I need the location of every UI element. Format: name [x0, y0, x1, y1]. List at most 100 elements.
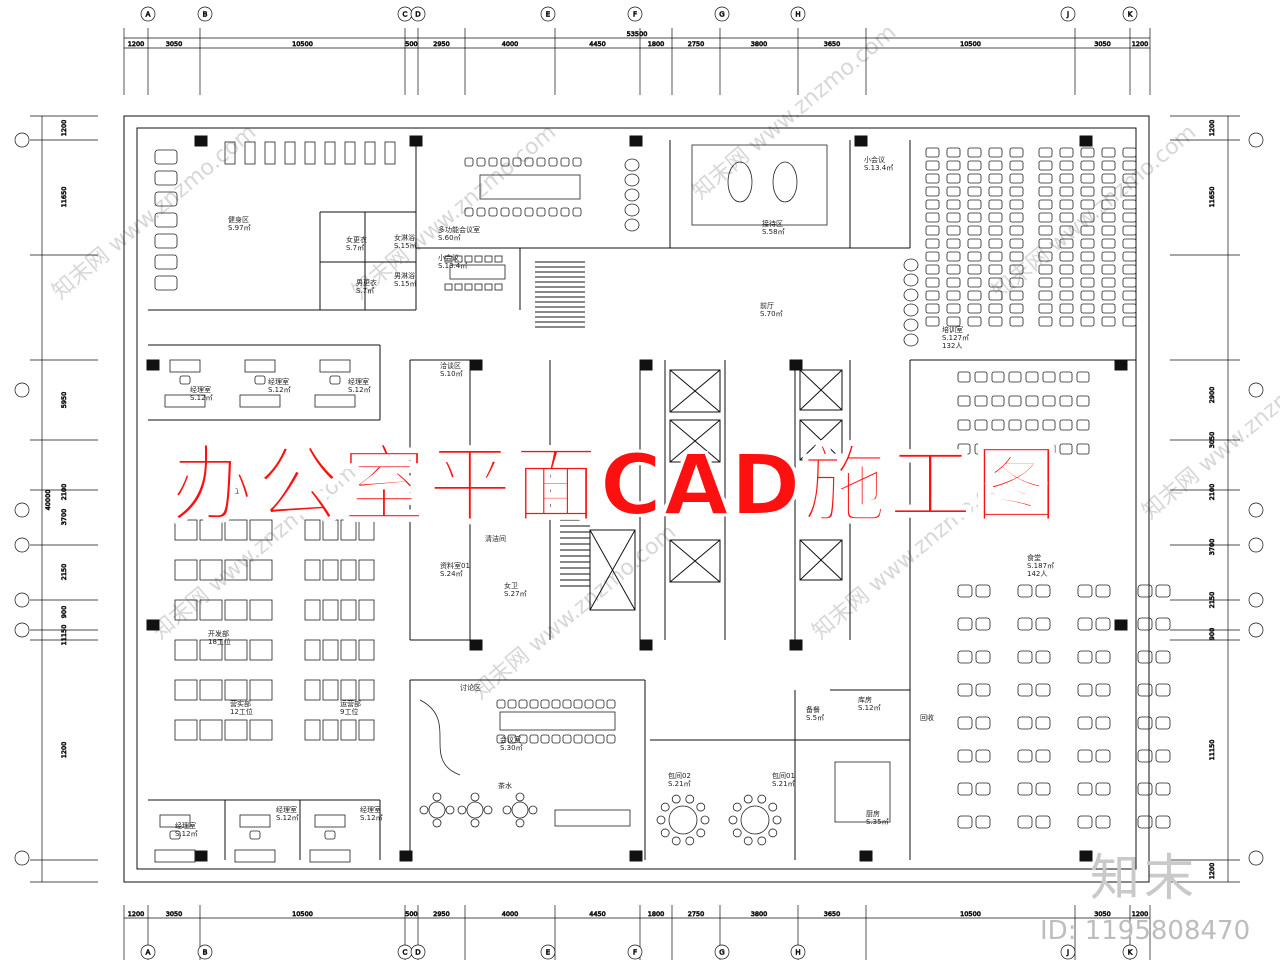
training-chair: [1059, 251, 1074, 262]
sofa: [164, 394, 206, 408]
canteen-chair: [1155, 650, 1171, 664]
canteen-chair: [1137, 749, 1153, 763]
training-chair: [946, 225, 961, 236]
column: [859, 850, 873, 862]
dim-value-top: 500: [405, 40, 417, 48]
grid-bubble-label: E: [546, 949, 550, 957]
training-chair: [1080, 251, 1095, 262]
room-area: S.13.4㎡: [864, 164, 893, 172]
training-chair: [1038, 160, 1053, 171]
sofa: [314, 394, 356, 408]
room-name: 工位: [225, 478, 239, 487]
chair: [512, 207, 522, 217]
training-chair: [925, 264, 940, 275]
workstation-desk: [340, 679, 357, 701]
training-chair: [1009, 147, 1024, 158]
training-chair: [1101, 160, 1116, 171]
canteen-chair: [975, 782, 991, 796]
chair: [502, 805, 512, 815]
dim-value-top: 3050: [166, 40, 183, 48]
column: [1079, 850, 1093, 862]
grid-bubble: [1122, 6, 1138, 22]
chair: [606, 734, 616, 744]
workstation-desk: [249, 719, 273, 741]
chair: [507, 734, 517, 744]
training-chair: [1080, 290, 1095, 301]
training-chair: [1038, 251, 1053, 262]
training-chair: [946, 251, 961, 262]
chair: [1076, 443, 1090, 455]
chair: [1059, 443, 1073, 455]
chair: [991, 371, 1005, 383]
training-chair: [1038, 277, 1053, 288]
room-area: S.12㎡: [360, 814, 383, 822]
chair: [432, 792, 442, 802]
training-chair: [1038, 264, 1053, 275]
canteen-chair: [1035, 584, 1051, 598]
chair: [572, 157, 582, 167]
workstation-desk: [224, 519, 248, 541]
room-name: 包间02: [668, 771, 691, 780]
training-chair: [1009, 225, 1024, 236]
grid-bubble-label: B: [203, 11, 208, 19]
canteen-chair: [1155, 716, 1171, 730]
training-chair: [1059, 290, 1074, 301]
canteen-chair: [1017, 782, 1033, 796]
chair: [573, 699, 583, 709]
grid-bubble-label: H: [795, 949, 800, 957]
chair: [496, 734, 506, 744]
canteen-chair: [1017, 617, 1033, 631]
treadmill: [154, 170, 178, 186]
canteen-chair: [1095, 749, 1111, 763]
dim-value-right: 1200: [1208, 863, 1216, 880]
chair: [529, 699, 539, 709]
dim-value-bottom: 3650: [824, 910, 841, 918]
grid-bubble: [1248, 132, 1264, 148]
room-area: S.10㎡: [440, 370, 463, 378]
workstation-desk: [199, 559, 223, 581]
manager-desk: [244, 359, 276, 373]
room-name: 小会议: [864, 155, 885, 164]
training-chair: [925, 186, 940, 197]
training-chair: [946, 186, 961, 197]
grid-bubble-label: J: [1066, 949, 1069, 957]
dim-value-left: 1200: [60, 742, 68, 759]
training-chair: [1101, 303, 1116, 314]
round-table: [511, 801, 529, 819]
chair: [696, 802, 706, 812]
chair: [254, 375, 266, 385]
room-area: S.12㎡: [348, 386, 371, 394]
training-chair: [988, 147, 1003, 158]
chair: [1042, 443, 1056, 455]
room-area: S.127㎡: [942, 334, 969, 342]
workstation-desk: [174, 519, 198, 541]
elevator-shaft: [669, 369, 721, 413]
chair: [560, 157, 570, 167]
inner-wall: [136, 127, 1137, 870]
chair: [562, 734, 572, 744]
chair: [488, 157, 498, 167]
workstation-desk: [199, 679, 223, 701]
workstation-desk: [174, 559, 198, 581]
canteen-chair: [1155, 782, 1171, 796]
room-name: 经理室: [190, 385, 211, 394]
training-chair: [1080, 225, 1095, 236]
chair: [560, 207, 570, 217]
grid-bubble-label: J: [1066, 11, 1069, 19]
round-chair: [624, 203, 640, 217]
chair: [476, 157, 486, 167]
grid-bubble: [197, 6, 213, 22]
canteen-chair: [975, 716, 991, 730]
dim-value-bottom: 2750: [688, 910, 705, 918]
chair: [957, 395, 971, 407]
dim-value-right: 3050: [1208, 432, 1216, 449]
room-name: 小会议: [438, 253, 459, 262]
workstation-desk: [249, 559, 273, 581]
grid-bubble-label: A: [146, 11, 151, 19]
workstation-desk: [304, 639, 321, 661]
canteen-chair: [1017, 584, 1033, 598]
training-chair: [1059, 225, 1074, 236]
grid-bubble-label: D: [415, 11, 420, 19]
dim-value-top: 3050: [1094, 40, 1111, 48]
training-chair: [1080, 160, 1095, 171]
